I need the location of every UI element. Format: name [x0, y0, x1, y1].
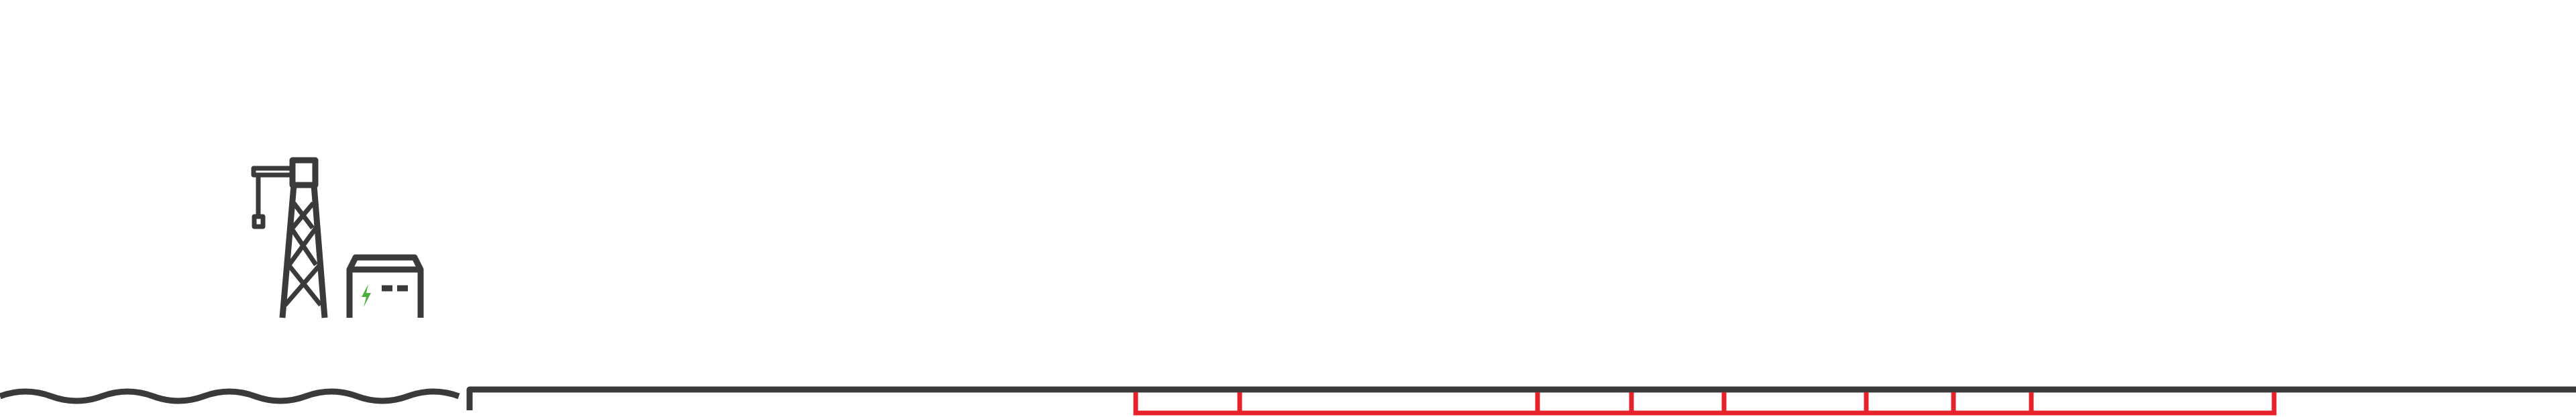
bolt-icon — [362, 284, 371, 307]
offshore-platform — [251, 157, 424, 318]
ground-line — [466, 386, 2576, 410]
wave-icon — [0, 388, 460, 404]
underground-cable — [1133, 392, 2277, 416]
oil-rig-icon — [251, 157, 424, 318]
